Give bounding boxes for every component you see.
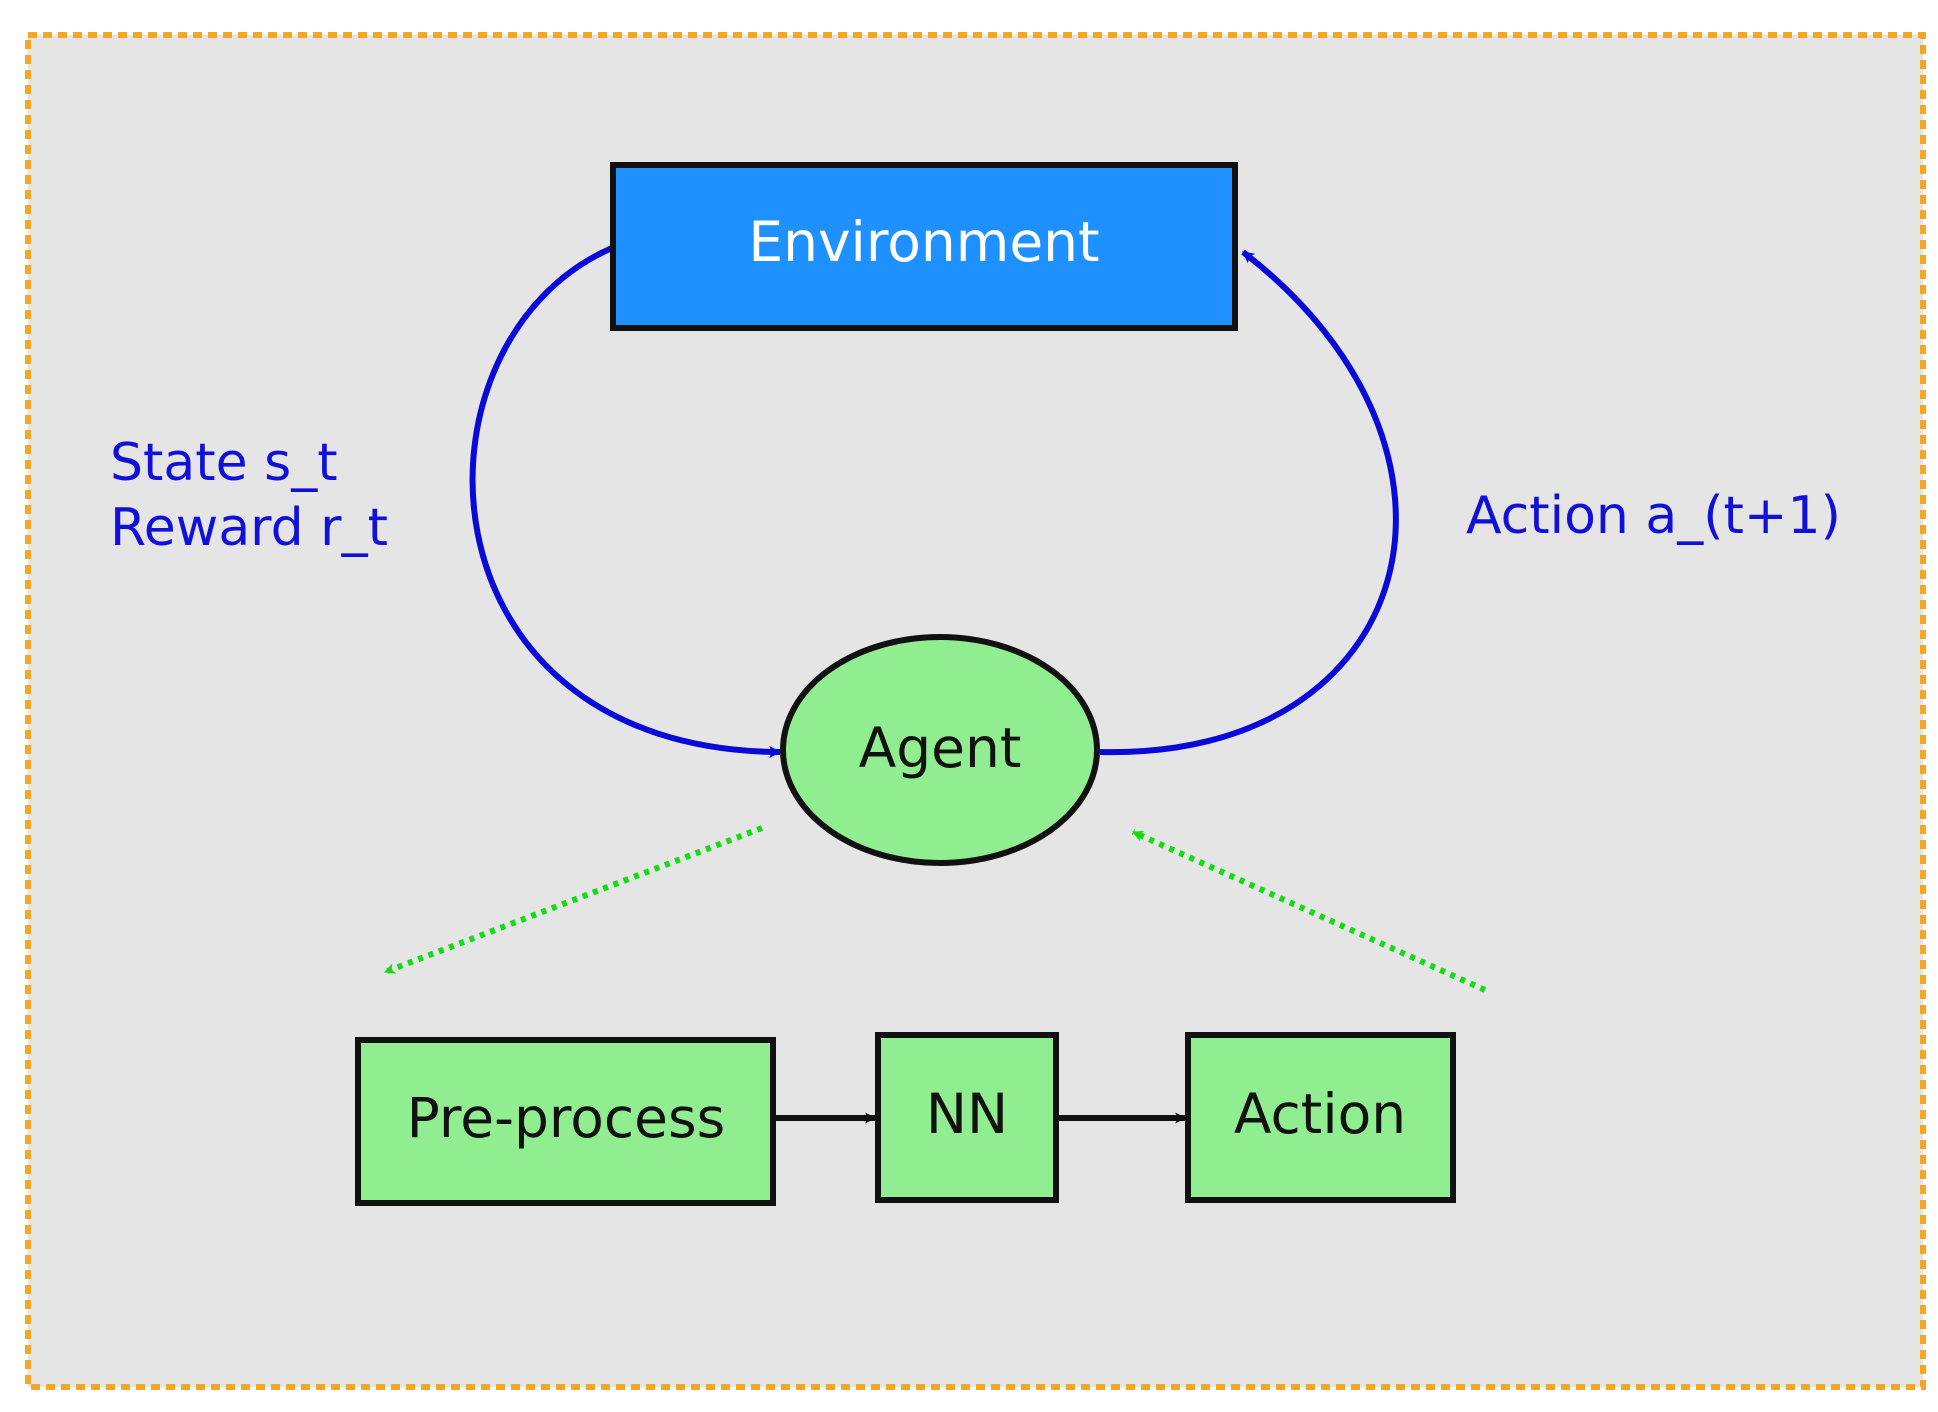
state-label: State s_t [110, 433, 338, 493]
agent-node [780, 634, 1100, 866]
nn-box [875, 1032, 1059, 1203]
preprocess-label: Pre-process [407, 1086, 726, 1150]
pipeline-to-agent-link [1131, 829, 1487, 993]
environment-label: Environment [748, 210, 1099, 274]
action-label: Action a_(t+1) [1466, 486, 1841, 546]
agent-label: Agent [859, 716, 1022, 780]
action-box [1185, 1032, 1456, 1203]
preprocess-box [355, 1037, 776, 1206]
action-arrow [1099, 249, 1399, 756]
action-node-label: Action [1234, 1082, 1406, 1146]
reward-label: Reward r_t [110, 498, 388, 558]
environment-box [610, 162, 1238, 331]
state-reward-arrow [469, 245, 782, 758]
agent-to-pipeline-link [383, 825, 764, 975]
nn-label: NN [926, 1082, 1008, 1146]
